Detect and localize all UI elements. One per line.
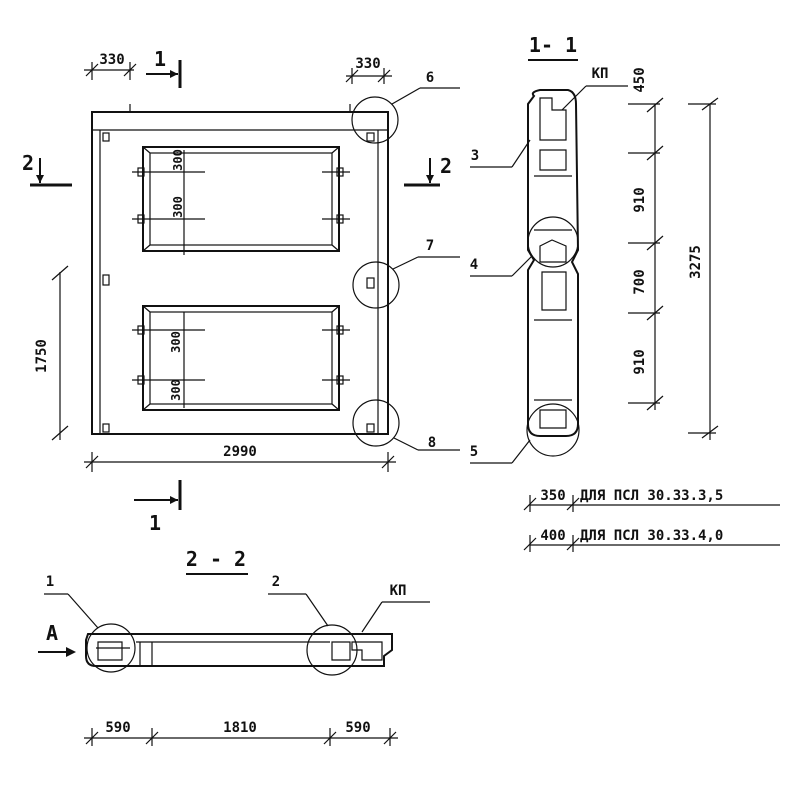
callout-1: 1 [44, 574, 136, 673]
dim-upper-window-bottom: 300 [171, 196, 185, 218]
svg-text:КП: КП [390, 583, 407, 599]
corner-mark [102, 274, 110, 286]
corner-mark [102, 423, 110, 433]
note-row: 400 ДЛЯ ПСЛ 30.33.4,0 [523, 528, 780, 552]
section-cut-1-top: 1 [146, 47, 182, 88]
svg-text:1: 1 [46, 574, 54, 590]
corner-mark [366, 132, 375, 142]
section-2-2-dimensions: 590 1810 590 [84, 720, 398, 746]
svg-text:A: A [46, 621, 58, 645]
callout-5: 5 [470, 403, 580, 464]
callout-7: 7 [352, 238, 460, 309]
svg-text:3275: 3275 [688, 245, 704, 279]
svg-text:7: 7 [426, 238, 434, 254]
svg-text:910: 910 [632, 187, 648, 212]
corner-mark [366, 423, 375, 433]
svg-text:2: 2 [22, 151, 34, 175]
dim-lower-window-top: 300 [169, 331, 183, 353]
section-2-2-title: 2 - 2 [186, 547, 246, 571]
top-dimension-right: 330 [345, 56, 392, 84]
section-1-1-total-dimension: 3275 [688, 97, 719, 440]
dim-width: 2990 [84, 444, 396, 472]
callout-4: 4 [470, 216, 579, 277]
kp-callout-section-2: КП [361, 583, 430, 633]
lower-window-opening [132, 305, 350, 411]
dim-upper-window-top: 300 [171, 149, 185, 171]
svg-text:700: 700 [632, 269, 648, 294]
svg-text:1: 1 [154, 47, 166, 71]
svg-text:330: 330 [355, 56, 380, 72]
section-1-1: 1- 1 КП 3 4 [470, 33, 719, 464]
svg-text:ДЛЯ ПСЛ 30.33.3,5: ДЛЯ ПСЛ 30.33.3,5 [580, 488, 723, 504]
svg-text:2: 2 [272, 574, 280, 590]
callout-6: 6 [351, 70, 460, 144]
svg-text:2: 2 [440, 154, 452, 178]
section-cut-2-left: 2 [22, 151, 72, 187]
svg-text:910: 910 [632, 349, 648, 374]
section-2-2: 2 - 2 1 2 КП [38, 547, 430, 746]
svg-text:1: 1 [149, 511, 161, 535]
view-arrow-a: A [38, 621, 76, 657]
plan-view: 300 300 300 300 330 330 1 [22, 47, 460, 535]
callout-3: 3 [470, 139, 531, 168]
svg-text:ДЛЯ ПСЛ 30.33.4,0: ДЛЯ ПСЛ 30.33.4,0 [580, 528, 723, 544]
svg-text:1810: 1810 [223, 720, 257, 736]
svg-text:4: 4 [470, 257, 478, 273]
corner-mark [366, 277, 375, 289]
svg-text:1750: 1750 [34, 339, 50, 373]
section-cut-2-right: 2 [404, 154, 452, 187]
svg-text:350: 350 [540, 488, 565, 504]
svg-text:8: 8 [428, 435, 436, 451]
upper-window-opening [132, 146, 350, 255]
callout-8: 8 [352, 399, 460, 451]
svg-text:400: 400 [540, 528, 565, 544]
dim-height: 1750 [34, 265, 69, 441]
svg-text:3: 3 [471, 148, 479, 164]
svg-text:590: 590 [105, 720, 130, 736]
svg-text:330: 330 [99, 52, 124, 68]
svg-text:6: 6 [426, 70, 434, 86]
svg-text:590: 590 [345, 720, 370, 736]
svg-text:5: 5 [470, 444, 478, 460]
thickness-notes: 350 ДЛЯ ПСЛ 30.33.3,5 400 ДЛЯ ПСЛ 30.33.… [523, 488, 780, 552]
svg-text:2990: 2990 [223, 444, 257, 460]
kp-label-section-1: КП [592, 66, 609, 82]
callout-2: 2 [268, 574, 358, 676]
corner-mark [102, 132, 110, 142]
top-dimension-left: 330 [84, 52, 137, 80]
section-1-1-chain-dimensions: 450 910 700 910 [628, 67, 664, 411]
dim-lower-window-bottom: 300 [169, 379, 183, 401]
panel-outline [91, 111, 389, 435]
section-1-1-title: 1- 1 [529, 33, 577, 57]
svg-text:450: 450 [632, 67, 648, 92]
section-cut-1-bottom: 1 [134, 480, 182, 535]
note-row: 350 ДЛЯ ПСЛ 30.33.3,5 [523, 488, 780, 512]
section-2-2-profile [85, 633, 393, 667]
section-1-1-profile [527, 85, 628, 437]
